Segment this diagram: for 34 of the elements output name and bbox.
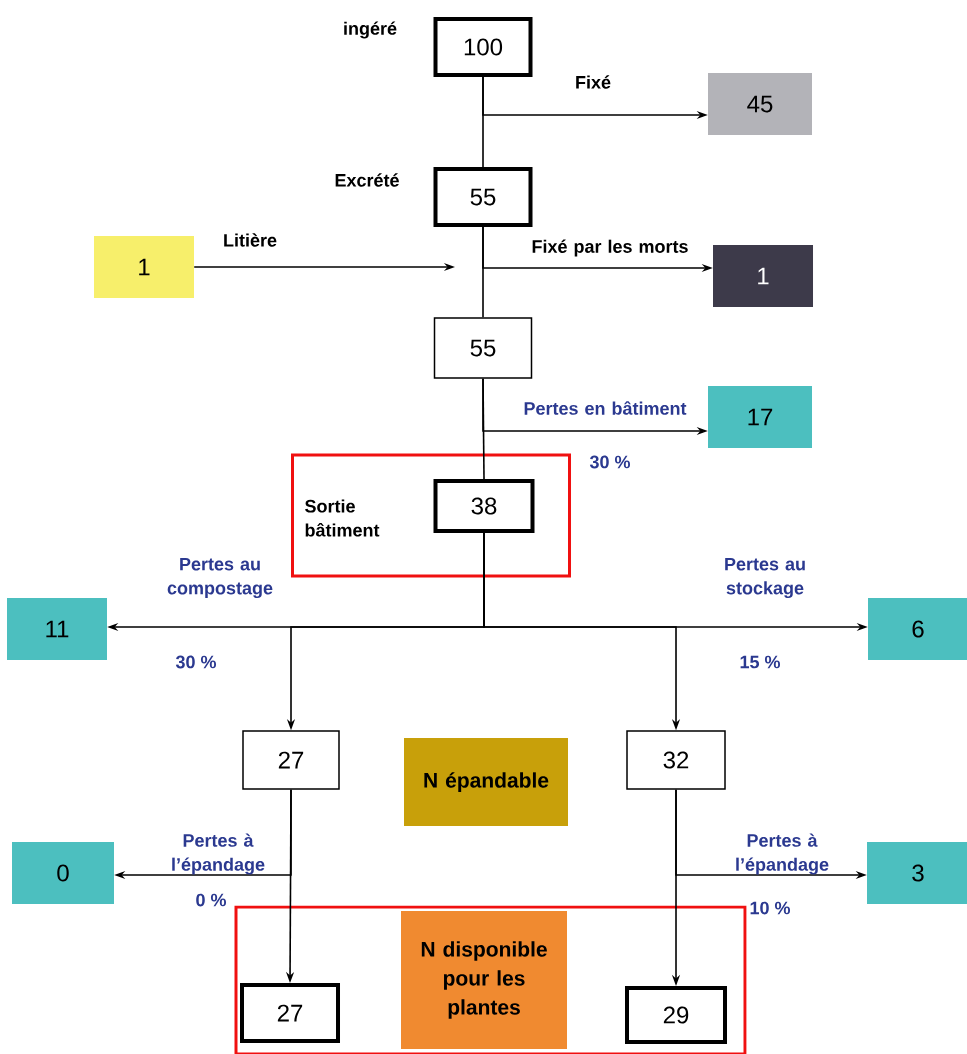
value-box: 0 <box>12 842 114 904</box>
value-box: 32 <box>626 730 726 790</box>
value-box: 3 <box>867 842 967 904</box>
edge-label: Pertes en bâtiment <box>524 401 687 415</box>
value-box: 55 <box>433 167 533 227</box>
value-box: 11 <box>7 598 107 660</box>
percent-label: 0 % <box>196 893 226 907</box>
value-box: 1 <box>94 236 194 298</box>
edge-label: Pertes à l’épandage <box>172 833 265 875</box>
value-box: 6 <box>868 598 967 660</box>
edge-label: Pertes à l’épandage <box>736 833 829 875</box>
edge-label: Pertes au stockage <box>725 557 805 599</box>
edge-label: Pertes au compostage <box>167 557 273 599</box>
text-box: N épandable <box>404 738 568 826</box>
value-box: 27 <box>240 983 340 1043</box>
node-label: ingéré <box>344 21 397 39</box>
value-box: 55 <box>433 317 533 379</box>
percent-label: 10 % <box>750 901 790 915</box>
value-box: 17 <box>708 386 812 448</box>
percent-label: 30 % <box>175 655 216 669</box>
node-label: Excrété <box>335 173 399 187</box>
value-box: 1 <box>713 245 813 307</box>
text-box: N disponible pour les plantes <box>401 911 567 1049</box>
value-box: 38 <box>433 479 535 533</box>
percent-label: 30 % <box>589 455 630 469</box>
value-box: 45 <box>708 73 812 135</box>
value-box: 29 <box>625 986 727 1044</box>
value-box: 100 <box>433 17 533 77</box>
percent-label: 15 % <box>740 655 780 669</box>
edge-label: Fixé par les morts <box>532 239 688 257</box>
edge-label: Litière <box>224 233 277 247</box>
edge-label: Fixé <box>576 75 611 89</box>
highlight-frame <box>234 905 747 1054</box>
value-box: 27 <box>242 730 340 790</box>
